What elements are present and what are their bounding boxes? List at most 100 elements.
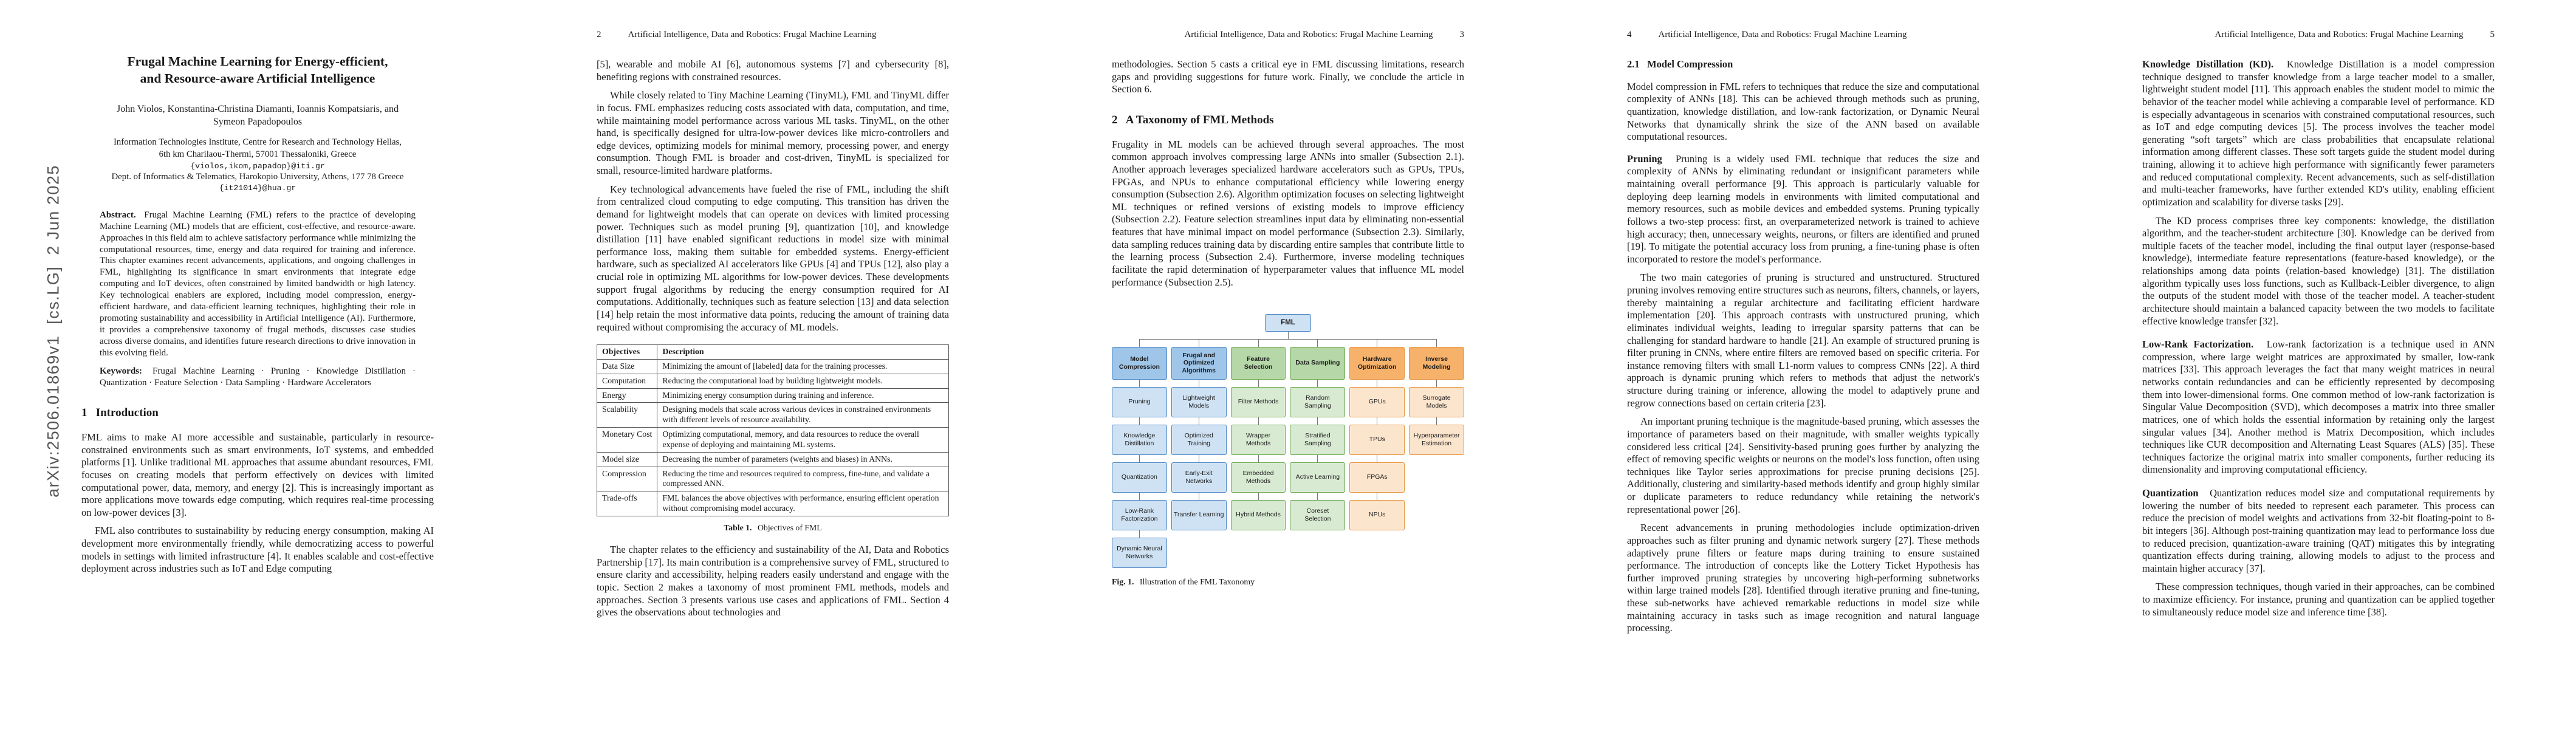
affiliation-line: Information Technologies Institute, Cent… [113, 137, 402, 148]
taxonomy-category-box: Data Sampling [1290, 346, 1346, 380]
taxonomy-connector [1139, 454, 1140, 462]
paper-title-line: Frugal Machine Learning for Energy-effic… [127, 54, 388, 69]
author-list: John Violos, Konstantina-Christina Diama… [81, 103, 434, 129]
taxonomy-connector [1436, 379, 1437, 387]
taxonomy-leaf-box: Random Sampling [1290, 386, 1346, 417]
page-5: Artificial Intelligence, Data and Roboti… [2142, 29, 2495, 703]
taxonomy-connector [1317, 417, 1318, 425]
taxonomy-connector [1258, 492, 1259, 500]
objective-cell: Compression [597, 466, 658, 492]
taxonomy-leaf-box: Hybrid Methods [1230, 499, 1286, 530]
figure-caption-label: Fig. 1. [1112, 577, 1134, 586]
objective-cell: Model size [597, 451, 658, 467]
objective-cell: Energy [597, 388, 658, 403]
taxonomy-leaf-box: Stratified Sampling [1290, 424, 1346, 455]
author-line: Symeon Papadopoulos [213, 116, 303, 127]
taxonomy-leaf-box: Quantization [1112, 462, 1167, 493]
paragraph: Frugality in ML models can be achieved t… [1112, 138, 1464, 288]
description-cell: Decreasing the number of parameters (wei… [657, 451, 949, 467]
taxonomy-category-box: Hardware Optimization [1349, 346, 1405, 380]
taxonomy-connector [1258, 454, 1259, 462]
subsection-heading-model-compression: 2.1 Model Compression [1627, 58, 1733, 70]
running-title: Artificial Intelligence, Data and Roboti… [628, 30, 877, 39]
taxonomy-connector [1258, 339, 1259, 347]
paper-title-line: and Resource-aware Artificial Intelligen… [140, 70, 375, 86]
affiliation-line: Dept. of Informatics & Telematics, Harok… [111, 171, 404, 182]
taxonomy-category-box: Model Compression [1112, 346, 1167, 380]
page-number: 3 [1459, 30, 1465, 39]
taxonomy-connector [1317, 379, 1318, 387]
taxonomy-leaf-box: Hyperparameter Estimation [1409, 424, 1464, 455]
arxiv-watermark: arXiv:2506.01869v1 [cs.LG] 2 Jun 2025 [44, 165, 63, 498]
page-4: 4 Artificial Intelligence, Data and Robo… [1627, 29, 1979, 703]
taxonomy-root-box: FML [1265, 314, 1311, 332]
running-title: Artificial Intelligence, Data and Roboti… [1658, 30, 1907, 39]
paragraph: The two main categories of pruning is st… [1627, 272, 1979, 409]
objectives-table-head: Objectives Description [597, 344, 949, 360]
description-cell: Minimizing the amount of [labeled] data … [657, 358, 949, 374]
page-number: 5 [2490, 30, 2495, 39]
taxonomy-leaf-box: Lightweight Models [1171, 386, 1227, 417]
taxonomy-leaf-box: Coreset Selection [1290, 499, 1346, 530]
run-in-heading-pruning: Pruning [1627, 152, 1662, 165]
taxonomy-connector [1139, 417, 1140, 425]
description-cell: Designing models that scale across vario… [657, 402, 949, 428]
table-header-row: Objectives Description [597, 344, 949, 360]
email-line: {violos,ikom,papadop}@iti.gr [190, 161, 325, 171]
taxonomy-leaf-box: Surrogate Models [1409, 386, 1464, 417]
taxonomy-connector [1317, 454, 1318, 462]
taxonomy-leaf-box: Active Learning [1290, 462, 1346, 493]
taxonomy-connector [1139, 492, 1140, 500]
paragraph: An important pruning technique is the ma… [1627, 416, 1979, 515]
taxonomy-leaf-box: FPGAs [1349, 462, 1405, 493]
table-caption: Table 1. Objectives of FML [597, 522, 949, 533]
run-in-heading-low-rank-factorization: Low-Rank Factorization. [2142, 338, 2254, 351]
description-cell: Optimizing computational, memory, and da… [657, 427, 949, 453]
running-head: 2 Artificial Intelligence, Data and Robo… [597, 29, 949, 40]
table-header-description: Description [657, 344, 949, 360]
running-head: Artificial Intelligence, Data and Roboti… [1112, 29, 1464, 40]
running-title: Artificial Intelligence, Data and Roboti… [2215, 30, 2464, 39]
paragraph: Knowledge Distillation (KD). Knowledge D… [2142, 58, 2495, 209]
keywords-text: Frugal Machine Learning · Pruning · Know… [100, 366, 416, 388]
paragraph: The chapter relates to the efficiency an… [597, 544, 949, 618]
section-heading-taxonomy: 2 A Taxonomy of FML Methods [1112, 113, 1274, 126]
paragraph-text: Quantization reduces model size and comp… [2142, 487, 2495, 574]
taxonomy-connector [1436, 339, 1437, 347]
paragraph: Model compression in FML refers to techn… [1627, 80, 1979, 143]
objective-cell: Scalability [597, 402, 658, 428]
taxonomy-leaf-box: Dynamic Neural Networks [1112, 537, 1167, 568]
taxonomy-category-box: Inverse Modeling [1409, 346, 1464, 380]
running-head: 4 Artificial Intelligence, Data and Robo… [1627, 29, 1979, 40]
taxonomy-leaf-box: TPUs [1349, 424, 1405, 455]
paragraph: Quantization Quantization reduces model … [2142, 487, 2495, 575]
taxonomy-leaf-box: Early-Exit Networks [1171, 462, 1227, 493]
affiliation-line: 6th km Charilaou-Thermi, 57001 Thessalon… [159, 149, 357, 159]
taxonomy-connector [1139, 338, 1437, 340]
taxonomy-category-box: Feature Selection [1230, 346, 1286, 380]
running-head: Artificial Intelligence, Data and Roboti… [2142, 29, 2495, 40]
keywords-label: Keywords: [100, 366, 142, 377]
email-line: {it21014}@hua.gr [219, 183, 296, 193]
taxonomy-leaf-box: Knowledge Distillation [1112, 424, 1167, 455]
paragraph: Key technological advancements have fuel… [597, 183, 949, 333]
page-number: 2 [597, 30, 601, 39]
taxonomy-connector [1139, 339, 1140, 347]
paragraph: FML aims to make AI more accessible and … [81, 431, 434, 518]
taxonomy-leaf-box: Pruning [1112, 386, 1167, 417]
